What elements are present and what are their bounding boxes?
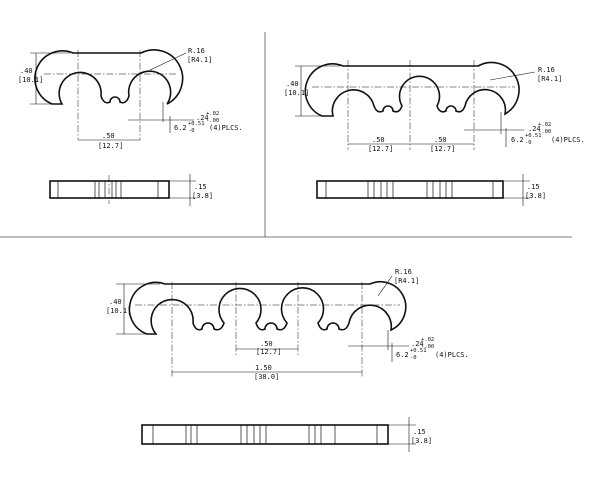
side-view-hatch (57, 181, 159, 198)
pitch-in-label: .50 (372, 136, 385, 144)
opening-mm-label: 6.2 (511, 136, 524, 144)
opening-tol-plus: +.02 (206, 111, 219, 117)
side-view-hatch (325, 181, 494, 198)
side-view-2 (49, 180, 170, 199)
drawing-2-clip: .40 [10.1] R.16 [R4.1] .50 [12.7] .24 +.… (18, 47, 243, 206)
thickness-in-label: .15 (413, 428, 426, 436)
opening-in-label: .24 (196, 114, 209, 122)
radius-leader (149, 52, 187, 71)
overall-mm-label: [38.0] (254, 373, 279, 381)
pitch-mm-label: [12.7] (368, 145, 393, 153)
clip-outline-3 (304, 61, 520, 117)
height-in-label: .40 (20, 67, 33, 75)
opening-mm-tol-minus: -0 (410, 355, 417, 361)
height-in-label: .40 (109, 298, 122, 306)
radius-in-label: R.16 (188, 47, 205, 55)
opening-mm-tol-plus: +0.51 (188, 121, 205, 127)
thickness-mm-label: [3.8] (192, 192, 213, 200)
height-in-label: .40 (286, 80, 299, 88)
thickness-mm-label: [3.8] (411, 437, 432, 445)
opening-tol-minus: -.00 (206, 118, 219, 124)
opening-mm-tol-plus: +0.51 (410, 348, 427, 354)
radius-mm-label: [R4.1] (394, 277, 419, 285)
opening-tol-minus: -.00 (538, 129, 551, 135)
opening-mm-label: 6.2 (396, 351, 409, 359)
pitch2-in-label: .50 (434, 136, 447, 144)
opening-mm-label: 6.2 (174, 124, 187, 132)
radius-leader (489, 71, 536, 81)
side-view-hatch (152, 425, 378, 444)
places-label: (4)PLCS. (209, 124, 243, 132)
clip-outline-4 (128, 280, 407, 335)
radius-in-label: R.16 (538, 66, 555, 74)
opening-tol-plus: +.02 (538, 122, 551, 128)
opening-in-label: .24 (528, 125, 541, 133)
opening-tol-minus: -.00 (421, 344, 434, 350)
opening-in-label: .24 (411, 340, 424, 348)
pitch-mm-label: [12.7] (98, 142, 123, 150)
radius-in-label: R.16 (395, 268, 412, 276)
radius-leader (377, 275, 393, 297)
opening-mm-tol-plus: +0.51 (525, 133, 542, 139)
side-view-4 (141, 424, 389, 445)
height-mm-label: [10.1] (106, 307, 131, 315)
pitch-mm-label: [12.7] (256, 348, 281, 356)
pitch2-mm-label: [12.7] (430, 145, 455, 153)
radius-mm-label: [R4.1] (537, 75, 562, 83)
opening-tol-plus: +.02 (421, 337, 434, 343)
thickness-mm-label: [3.8] (525, 192, 546, 200)
side-view-3 (316, 180, 504, 199)
clip-outline-2 (34, 49, 184, 105)
radius-mm-label: [R4.1] (187, 56, 212, 64)
pitch-in-label: .50 (102, 132, 115, 140)
overall-in-label: 1.50 (255, 364, 272, 372)
height-mm-label: [10.1] (284, 89, 309, 97)
places-label: (4)PLCS. (551, 136, 585, 144)
thickness-in-label: .15 (194, 183, 207, 191)
opening-mm-tol-minus: -0 (525, 140, 532, 146)
drawing-3-clip: .40 [10.1] R.16 [R4.1] .50 [12.7] .50 [1… (284, 60, 585, 206)
height-mm-label: [10.1] (18, 76, 43, 84)
places-label: (4)PLCS. (435, 351, 469, 359)
opening-mm-tol-minus: -0 (188, 128, 195, 134)
drawing-4-clip: .40 [10.1] R.16 [R4.1] .50 [12.7] 1.50 [… (106, 268, 469, 452)
pitch-in-label: .50 (260, 340, 273, 348)
thickness-in-label: .15 (527, 183, 540, 191)
